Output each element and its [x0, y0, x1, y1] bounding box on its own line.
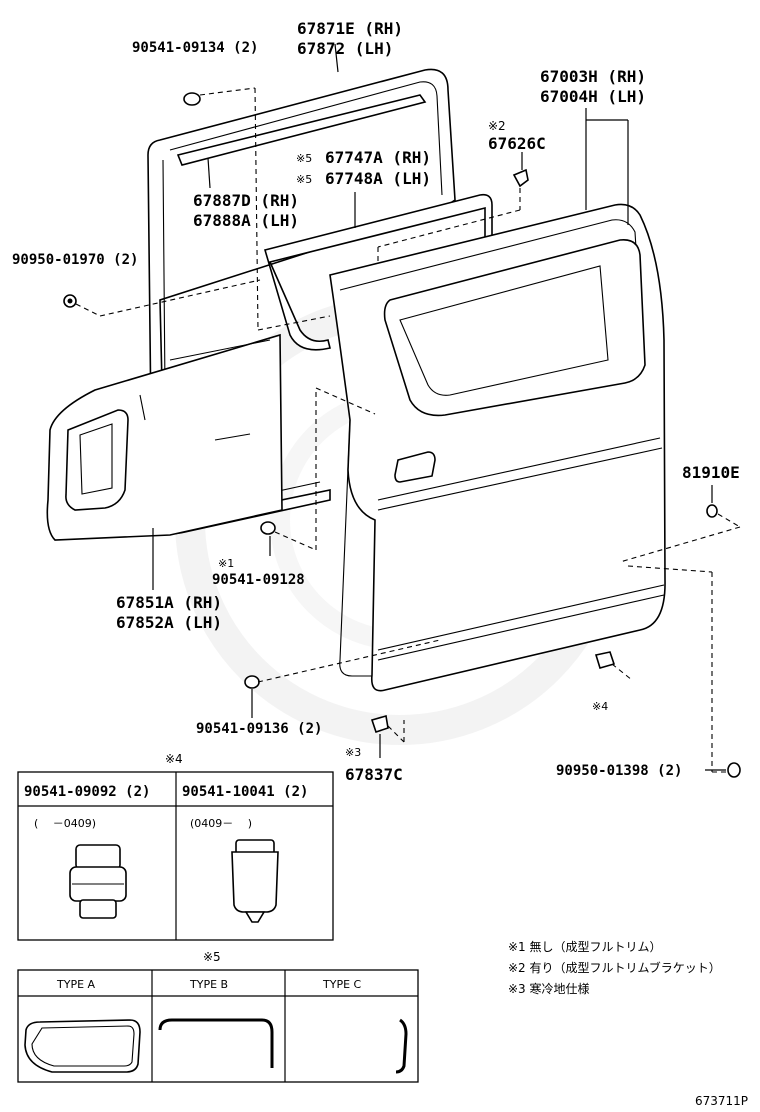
leader-lines [75, 43, 741, 773]
pocket-inner [79, 423, 113, 495]
label-67887d: 67887D (RH) [193, 191, 299, 210]
label-67888a: 67888A (LH) [193, 211, 299, 230]
label-67004h: 67004H (LH) [540, 87, 646, 106]
box4-col2-range: (0409－ ) [190, 817, 252, 830]
door-upper-edge [339, 219, 643, 346]
label-67837c: 67837C [345, 765, 403, 784]
label-90541-09134: 90541-09134 (2) [132, 40, 258, 56]
box4-col1-part: 90541-09092 (2) [24, 784, 150, 800]
type-a-inner [31, 1025, 135, 1067]
trim-line-3 [139, 394, 146, 421]
clip-90541-10041-image [231, 839, 279, 923]
label-mark2: ※2 [488, 119, 506, 133]
type-a-shape [24, 1019, 141, 1073]
clip-90541-09092-image [69, 844, 127, 919]
label-67003h: 67003H (RH) [540, 67, 646, 86]
door-handle[interactable] [394, 451, 436, 483]
belt-moulding[interactable] [176, 94, 427, 166]
nut-90950-01970[interactable] [63, 294, 77, 308]
label-90950-01970: 90950-01970 (2) [12, 252, 138, 268]
note-2: ※2 有り（成型フルトリムブラケット） [508, 960, 721, 975]
type-c-shape [395, 1018, 408, 1074]
glass-run-channel[interactable] [263, 193, 493, 351]
plug-81910e[interactable] [706, 504, 718, 518]
clip-90541-09136[interactable] [244, 675, 260, 689]
box5-mark: ※5 [203, 950, 221, 964]
variant-box-x4: ※4 90541-09092 (2) 90541-10041 (2) ( －04… [17, 752, 334, 941]
label-mark3: ※3 [345, 746, 361, 759]
label-81910e: 81910E [682, 463, 740, 482]
label-67747a: 67747A (RH) [325, 148, 431, 167]
door-body-line-4 [377, 594, 665, 661]
label-90950-01398: 90950-01398 (2) [556, 763, 682, 779]
label-67852a: 67852A (LH) [116, 613, 222, 632]
label-67871e: 67871E (RH) [297, 19, 403, 38]
label-67872: 67872 (LH) [297, 39, 393, 58]
box5-type-b: TYPE B [189, 978, 228, 991]
label-mark5-a: ※5 [296, 152, 312, 165]
grommet-90950-01398[interactable] [727, 762, 741, 778]
note-1: ※1 無し（成型フルトリム） [508, 939, 662, 954]
door-body-line-1 [377, 437, 661, 501]
figure-id: 673711P [695, 1094, 748, 1108]
window-inner [399, 265, 609, 396]
door-body-line-3 [377, 584, 665, 651]
label-90541-09128: 90541-09128 [212, 572, 305, 588]
label-mark1: ※1 [218, 557, 234, 570]
clip-90541-09134[interactable] [183, 92, 201, 106]
label-67851a: 67851A (RH) [116, 593, 222, 612]
box5-type-c: TYPE C [322, 978, 362, 991]
clip-67837c[interactable] [370, 714, 389, 734]
label-67748a: 67748A (LH) [325, 169, 431, 188]
box4-col1-range: ( －0409) [34, 817, 96, 830]
label-mark4-side: ※4 [592, 700, 608, 713]
door-body-line-2 [377, 447, 663, 511]
trim-line-1 [169, 339, 271, 361]
box5-type-a: TYPE A [56, 978, 96, 991]
clip-67626c[interactable] [512, 168, 529, 188]
type-b-shape [158, 1018, 274, 1068]
variant-box-x5: ※5 TYPE A TYPE B TYPE C [17, 950, 419, 1083]
door-window-opening[interactable] [383, 238, 646, 417]
box4-mark: ※4 [165, 752, 183, 766]
label-67626c: 67626C [488, 134, 546, 153]
weatherstrip-inner-line [169, 81, 443, 196]
label-90541-09136: 90541-09136 (2) [196, 721, 322, 737]
door-front-edge [339, 419, 372, 677]
note-3: ※3 寒冷地仕様 [508, 981, 590, 996]
label-mark5-b: ※5 [296, 173, 312, 186]
trim-line-2 [214, 433, 251, 441]
clip-90541-09128[interactable] [260, 521, 276, 535]
clip-x4-fastener[interactable] [594, 651, 616, 669]
box4-col2-part: 90541-10041 (2) [182, 784, 308, 800]
